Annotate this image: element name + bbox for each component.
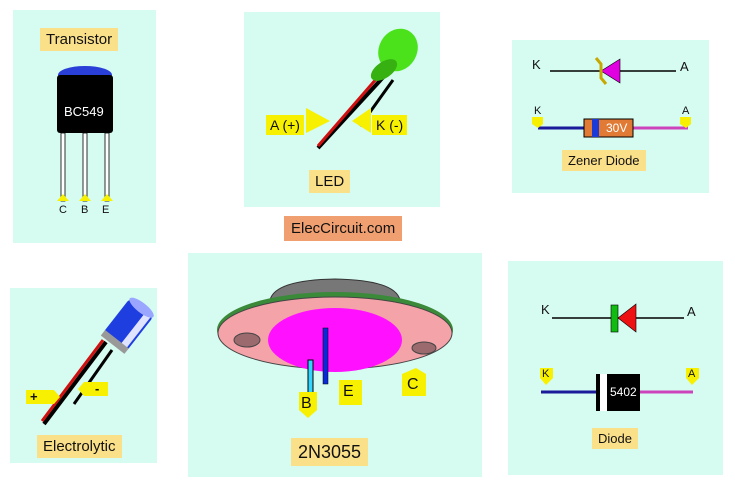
zener-pin-k: K bbox=[534, 105, 542, 117]
zener-marking: 30V bbox=[606, 121, 628, 135]
zener-symbol-k: K bbox=[532, 57, 541, 72]
diode-label: Diode bbox=[592, 428, 638, 449]
zener-drawing bbox=[532, 57, 691, 138]
power-transistor-pin-b: B bbox=[301, 395, 312, 412]
zener-pin-a: A bbox=[682, 105, 690, 117]
electrolytic-label: Electrolytic bbox=[37, 435, 122, 458]
transistor-pin-c: C bbox=[59, 204, 67, 216]
diode-symbol-a: A bbox=[687, 304, 696, 319]
transistor-part-number: BC549 bbox=[64, 104, 104, 119]
diode-pin-k: K bbox=[542, 368, 550, 380]
transistor-pin-b: B bbox=[81, 204, 89, 216]
led-drawing bbox=[306, 28, 418, 150]
transistor-pin-e: E bbox=[102, 204, 110, 216]
diode-drawing bbox=[540, 303, 699, 411]
led-anode-label: A (+) bbox=[266, 115, 304, 135]
transistor-body-drawing bbox=[57, 66, 113, 202]
electrolytic-plus: + bbox=[30, 389, 38, 404]
electrolytic-minus: - bbox=[95, 381, 100, 396]
transistor-label: Transistor bbox=[40, 28, 119, 51]
power-transistor-label: 2N3055 bbox=[291, 438, 369, 466]
power-transistor-pin-c: C bbox=[407, 376, 419, 393]
power-transistor-pin-e: E bbox=[343, 383, 354, 400]
electrolytic-drawing bbox=[26, 297, 154, 426]
zener-symbol-a: A bbox=[680, 59, 689, 74]
diode-symbol-k: K bbox=[541, 302, 550, 317]
diode-pin-a: A bbox=[688, 368, 696, 380]
power-transistor-drawing bbox=[217, 278, 453, 418]
diode-marking: 5402 bbox=[610, 385, 637, 399]
led-cathode-label: K (-) bbox=[372, 115, 408, 135]
zener-label: Zener Diode bbox=[562, 150, 646, 171]
led-label: LED bbox=[309, 170, 351, 193]
brand-label: ElecCircuit.com bbox=[284, 216, 403, 241]
